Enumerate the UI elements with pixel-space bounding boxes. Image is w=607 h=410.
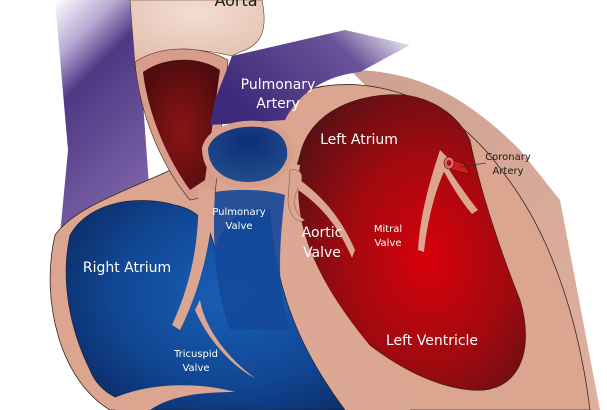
- right-ventricular-outflow: [213, 189, 290, 330]
- coronary-artery-leader-line: [459, 162, 487, 168]
- label-aortic-valve-line2: Valve: [303, 245, 341, 261]
- label-tricuspid-valve-line1: Tricuspid: [173, 349, 218, 360]
- mitral-valve-leaflet-2: [438, 155, 478, 214]
- interventricular-septum: [270, 160, 420, 410]
- label-pulmonary-valve-line2: Valve: [225, 221, 252, 232]
- label-pulmonary-artery-line1: Pulmonary: [241, 77, 316, 93]
- coronary-artery: [443, 156, 471, 175]
- label-mitral-valve-line2: Valve: [374, 238, 401, 249]
- label-right-atrium: Right Atrium: [83, 260, 171, 276]
- label-pulmonary-artery-line2: Artery: [256, 96, 299, 112]
- tricuspid-valve-leaflet-lower: [110, 385, 235, 410]
- label-coronary-artery-line1: Coronary: [485, 152, 531, 163]
- pulmonary-artery: [210, 30, 410, 125]
- label-aorta: Aorta: [214, 0, 257, 10]
- label-mitral-valve-line1: Mitral: [374, 224, 402, 235]
- pulmonary-trunk-lumen: [201, 120, 294, 189]
- tricuspid-valve-leaflet-upper: [195, 300, 255, 378]
- label-aortic-valve-line1: Aortic: [302, 225, 343, 241]
- label-tricuspid-valve-line2: Valve: [182, 363, 209, 374]
- superior-vena-cava: [55, 0, 150, 235]
- aortic-root-lumen: [143, 59, 220, 191]
- aortic-valve-branch: [298, 180, 355, 258]
- label-pulmonary-valve-line1: Pulmonary: [212, 207, 265, 218]
- right-heart-septum: [172, 185, 215, 330]
- label-coronary-artery-line2: Artery: [492, 166, 523, 177]
- label-left-ventricle: Left Ventricle: [386, 333, 478, 349]
- mitral-valve-leaflet: [418, 150, 450, 252]
- label-left-atrium: Left Atrium: [320, 132, 398, 148]
